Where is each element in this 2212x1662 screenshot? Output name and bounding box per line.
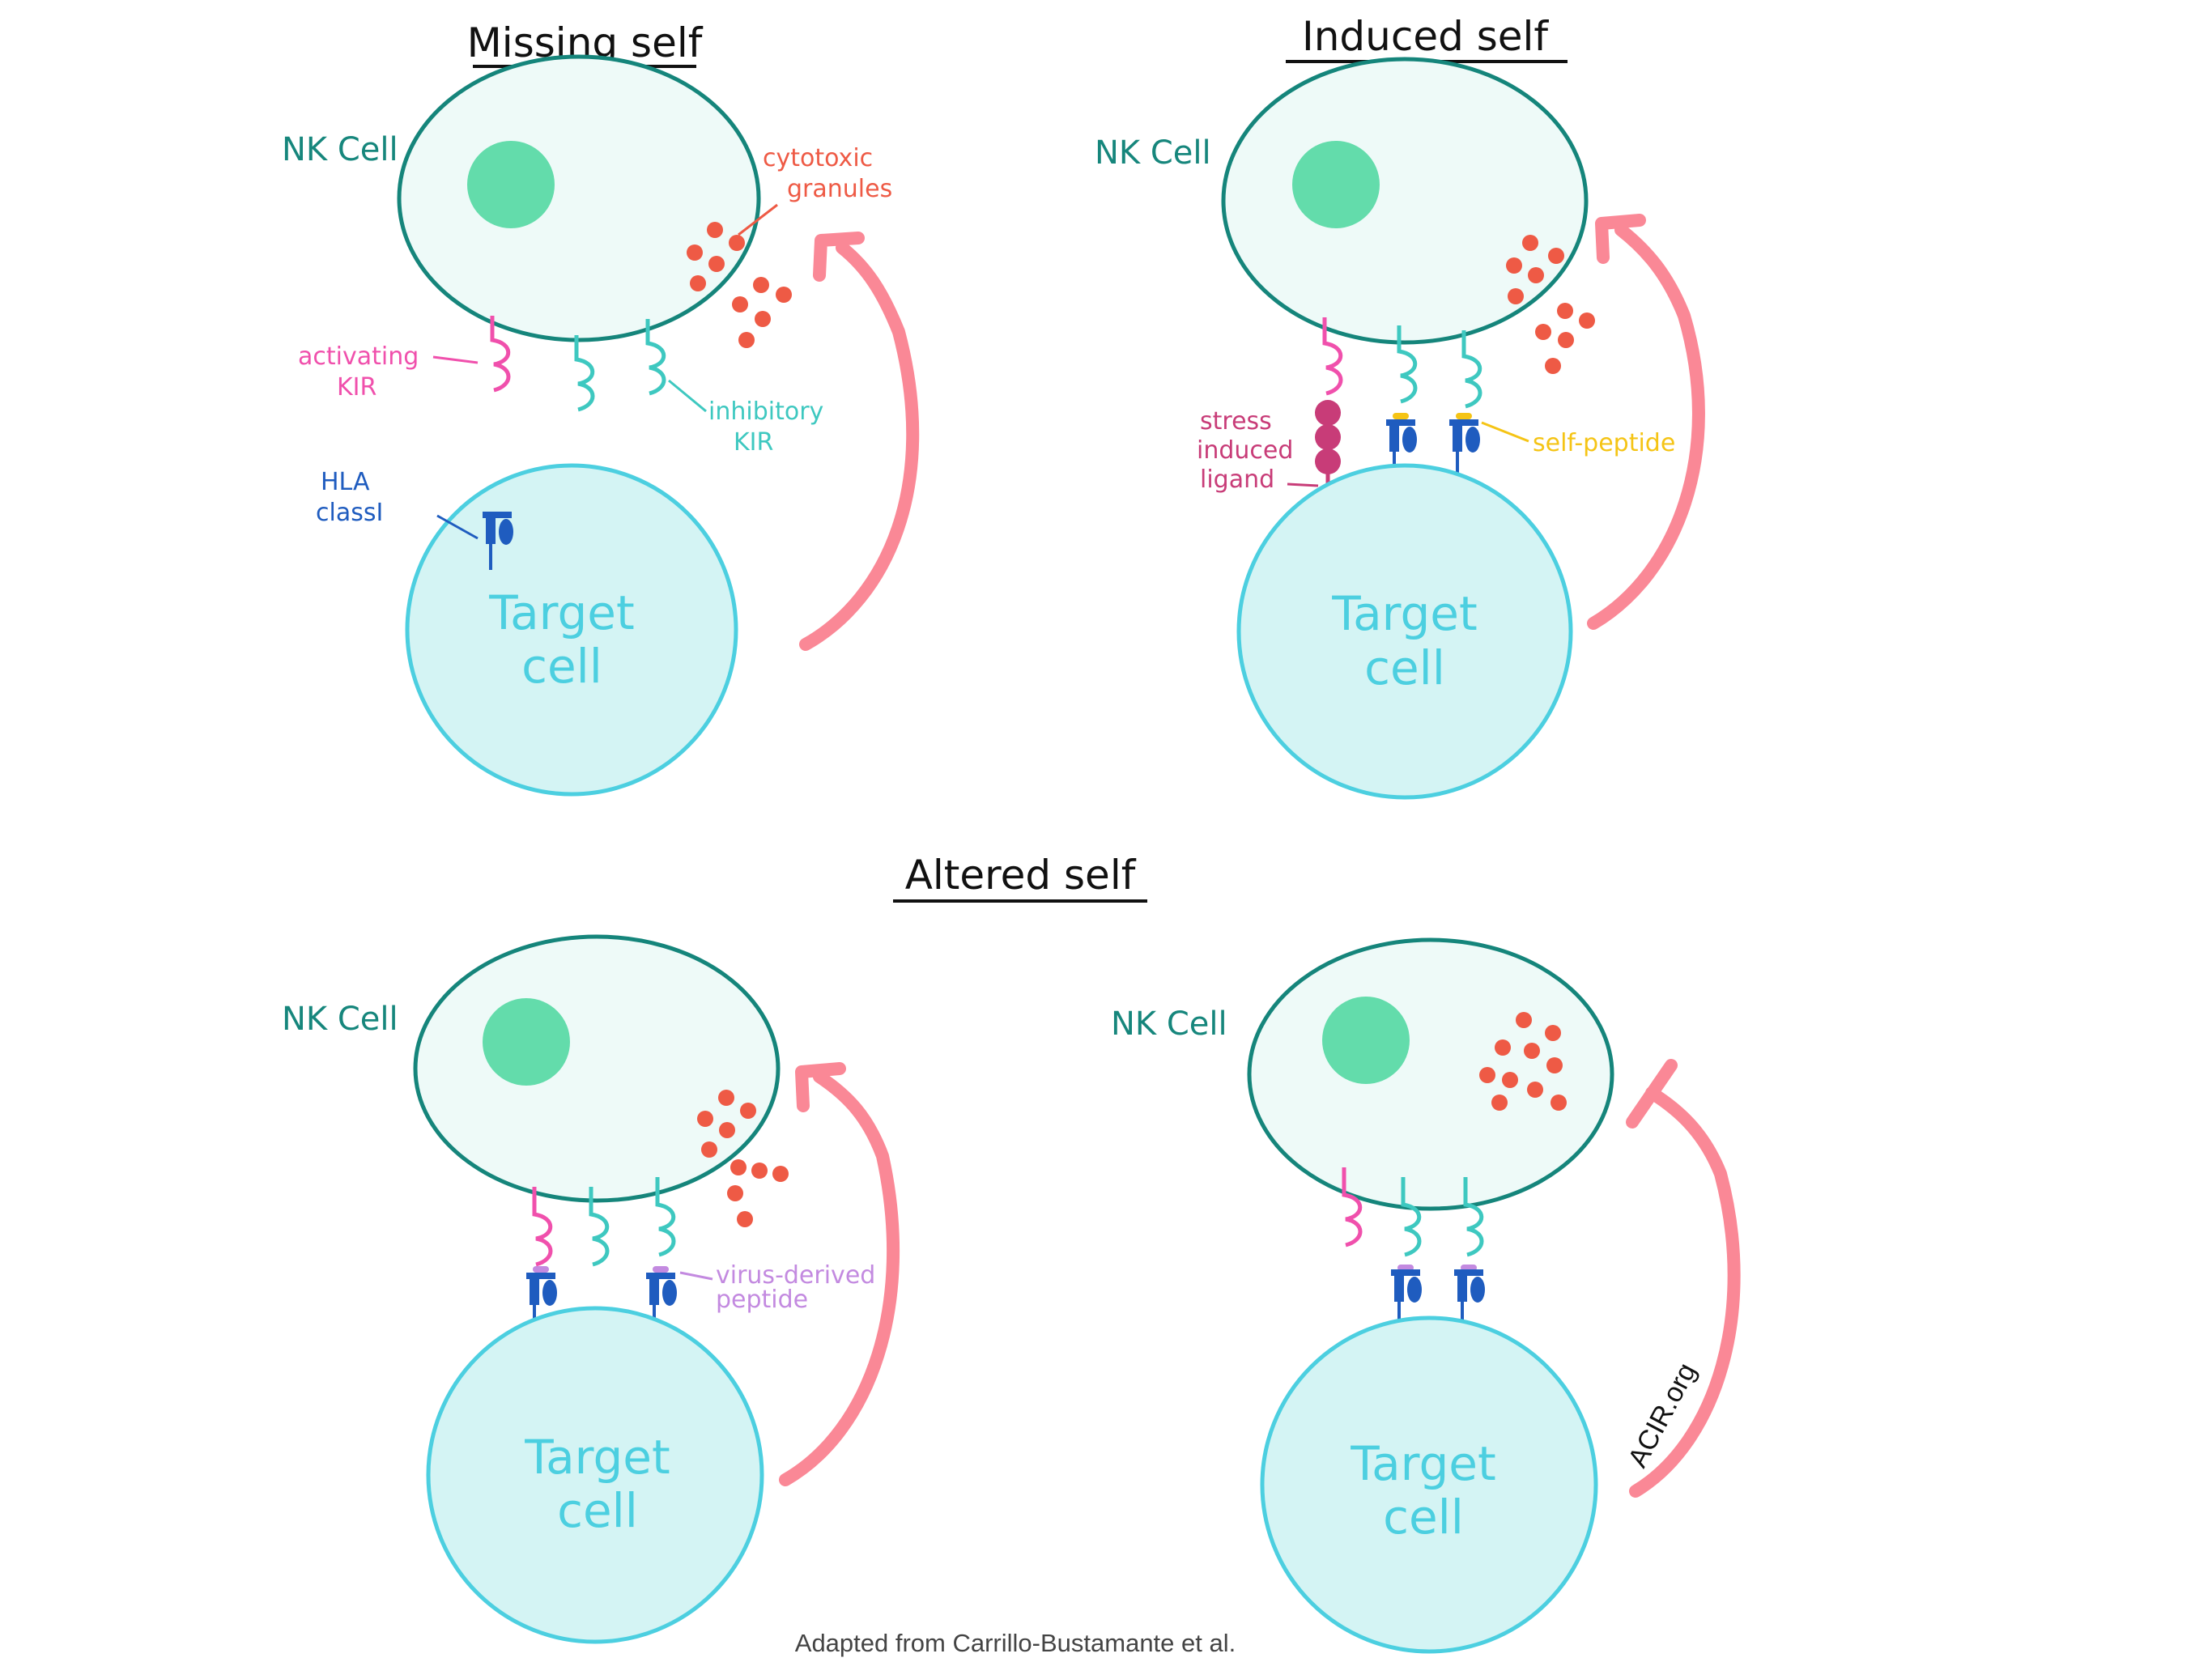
panel-title: Altered self bbox=[905, 852, 1137, 899]
target-cell-label: Target bbox=[1350, 1436, 1495, 1491]
credit-text: Adapted from Carrillo-Bustamante et al. bbox=[795, 1629, 1236, 1657]
arrow-icon bbox=[779, 1070, 900, 1486]
nk-cell-icon bbox=[413, 934, 781, 1203]
inhibitory-kir-icon bbox=[1397, 325, 1418, 404]
inhibitory-kir-icon bbox=[589, 1187, 610, 1267]
blocked-arrow-icon bbox=[1629, 1086, 1741, 1498]
arrow-head-icon bbox=[813, 232, 865, 282]
stress-ligand-label-2: induced bbox=[1197, 436, 1293, 465]
activating-kir-label-2: KIR bbox=[337, 373, 376, 402]
inhibitory-kir-label: inhibitory bbox=[708, 397, 823, 426]
target-cell-label-2: cell bbox=[521, 639, 602, 694]
hla-class-i-icon bbox=[1454, 1265, 1485, 1328]
target-cell-label-2: cell bbox=[1383, 1490, 1464, 1545]
hla-label: HLA bbox=[321, 468, 370, 496]
nk-cell-label: NK Cell bbox=[282, 1001, 398, 1038]
panel-title: Induced self bbox=[1302, 13, 1549, 60]
hla-class-i-icon bbox=[1391, 1265, 1422, 1328]
panel-induced-self: Induced self NK Cell stress induced liga… bbox=[1095, 13, 1705, 800]
hla-leader bbox=[436, 514, 479, 540]
altered-self-right: NK Cell Target cell bbox=[1111, 937, 1741, 1654]
activating-kir-icon bbox=[532, 1187, 553, 1267]
activating-kir-label: activating bbox=[298, 342, 419, 371]
inhibitory-kir-icon bbox=[645, 319, 666, 396]
inhibitory-kir-icon bbox=[1401, 1177, 1422, 1257]
nucleus-icon bbox=[1322, 997, 1410, 1084]
nk-cell-icon bbox=[1247, 937, 1614, 1211]
nk-cell-label: NK Cell bbox=[1111, 1005, 1227, 1043]
inhibitory-kir-icon bbox=[1463, 1177, 1484, 1257]
stress-ligand-leader bbox=[1287, 482, 1319, 487]
stress-ligand-label-3: ligand bbox=[1200, 465, 1274, 494]
inhibition-bar-icon bbox=[1626, 1059, 1678, 1129]
arrow-icon bbox=[1587, 223, 1705, 630]
granules-leader bbox=[738, 203, 778, 236]
inhibitory-kir-icon bbox=[1461, 330, 1482, 409]
panel-altered-self: Altered self NK Cell bbox=[282, 852, 1741, 1654]
activating-kir-leader bbox=[432, 355, 479, 364]
nucleus-icon bbox=[467, 141, 555, 228]
self-peptide-leader bbox=[1481, 421, 1529, 443]
altered-self-left: NK Cell virus-derived peptide bbox=[282, 934, 900, 1644]
hla-class-i-icon bbox=[1449, 413, 1480, 478]
arrow-head-icon bbox=[1595, 214, 1646, 264]
target-cell-icon bbox=[1236, 463, 1573, 800]
inhibitory-kir-label-2: KIR bbox=[734, 428, 773, 457]
inhibitory-kir-icon bbox=[574, 335, 595, 412]
target-cell-label-2: cell bbox=[557, 1483, 638, 1538]
target-cell-label-2: cell bbox=[1364, 640, 1445, 695]
hla-label-2: classI bbox=[316, 499, 383, 527]
virus-peptide-label-2: peptide bbox=[716, 1286, 808, 1314]
nk-cell-label: NK Cell bbox=[1095, 134, 1211, 172]
virus-peptide-leader bbox=[679, 1271, 713, 1281]
watermark: ACIR.org bbox=[1623, 1358, 1703, 1472]
arrow-head-icon bbox=[795, 1062, 846, 1112]
granules-label: cytotoxic bbox=[763, 144, 873, 172]
target-cell-label: Target bbox=[524, 1430, 670, 1485]
nk-cell-icon bbox=[397, 54, 761, 342]
stress-ligand-label: stress bbox=[1200, 407, 1272, 436]
hla-class-i-icon bbox=[526, 1266, 557, 1331]
nk-cell-icon bbox=[1221, 57, 1589, 345]
nucleus-icon bbox=[1292, 141, 1380, 228]
virus-peptide-label: virus-derived bbox=[716, 1261, 875, 1290]
target-cell-label: Target bbox=[488, 585, 634, 640]
activating-kir-icon bbox=[490, 316, 511, 393]
virus-peptide-icon bbox=[533, 1266, 549, 1273]
granules-label-2: granules bbox=[787, 175, 892, 203]
hla-class-i-icon bbox=[646, 1266, 677, 1331]
granule-icon bbox=[697, 1090, 789, 1227]
granule-icon bbox=[1506, 235, 1595, 374]
granule-icon bbox=[1479, 1012, 1567, 1111]
target-cell-icon bbox=[426, 1306, 764, 1644]
self-peptide-icon bbox=[1456, 413, 1472, 419]
nk-cell-label: NK Cell bbox=[282, 131, 398, 168]
self-peptide-label: self-peptide bbox=[1533, 429, 1675, 457]
panel-missing-self: Missing self NK Cell cytotoxic granules … bbox=[282, 19, 920, 797]
inhibitory-kir-leader bbox=[668, 379, 707, 413]
activating-kir-icon bbox=[1322, 317, 1343, 396]
virus-peptide-icon bbox=[653, 1266, 669, 1273]
granule-icon bbox=[687, 222, 792, 348]
inhibitory-kir-icon bbox=[655, 1177, 676, 1257]
self-peptide-icon bbox=[1393, 413, 1409, 419]
nucleus-icon bbox=[483, 998, 570, 1086]
target-cell-icon bbox=[1260, 1316, 1598, 1654]
activating-kir-icon bbox=[1342, 1167, 1363, 1248]
arrow-icon bbox=[799, 241, 920, 651]
hla-class-i-icon bbox=[1386, 413, 1417, 478]
target-cell-label: Target bbox=[1331, 586, 1477, 641]
